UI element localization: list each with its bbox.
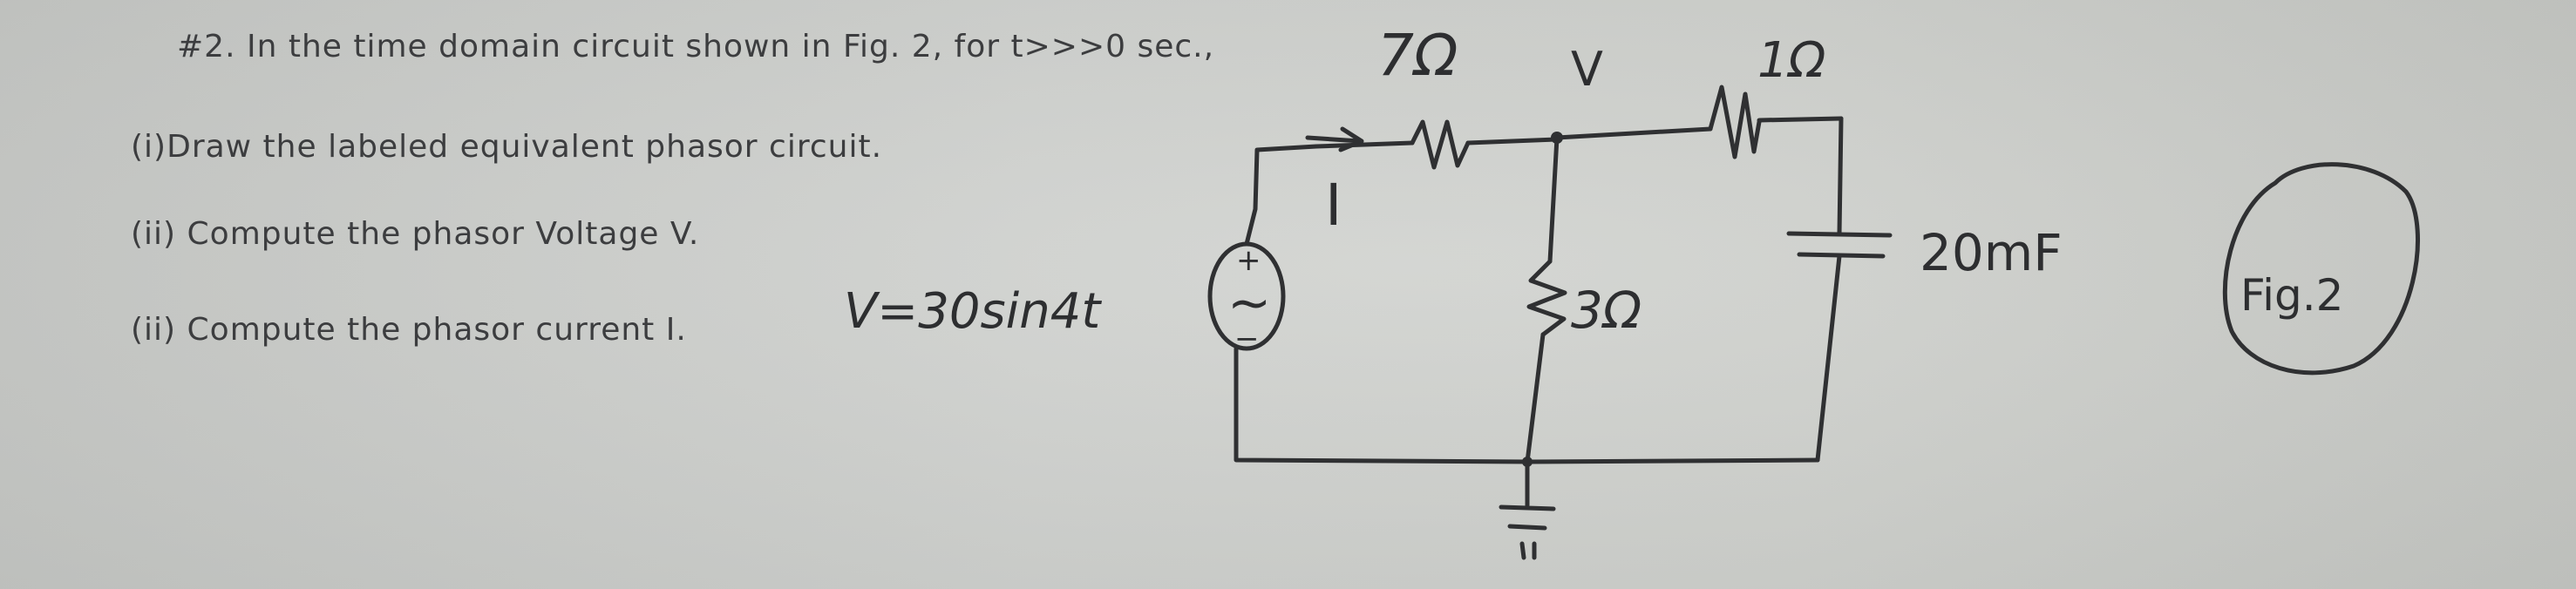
wire-shunt-lower [1525,332,1546,464]
source-plus-sign: + [1236,243,1261,278]
wire-shunt-upper [1547,135,1560,264]
capacitor-label: 20mF [1920,223,2063,282]
node-voltage-label: V [1571,42,1603,97]
resistor-1-ohm-label: 1Ω [1757,32,1826,89]
resistor-1-ohm [1708,85,1762,159]
resistor-7-ohm [1410,119,1471,170]
wire-top-middle [1465,137,1559,146]
capacitor-20mf [1786,231,1893,259]
wire-bottom [1234,346,1820,464]
problem-statement-line-1: #2. In the time domain circuit shown in … [177,29,1215,64]
current-label: I [1325,172,1342,239]
figure-label-circle [2222,162,2420,376]
wire-right-upper [1837,116,1844,236]
wire-top-left [1314,140,1415,149]
figure-label: Fig.2 [2240,270,2343,321]
source-minus-sign: − [1234,322,1260,356]
problem-statement-line-2: (i)Draw the labeled equivalent phasor ci… [131,129,883,165]
source-voltage-label: V=30sin4t [844,283,1102,340]
resistor-3-ohm [1526,259,1567,337]
wire-right-lower [1815,254,1842,463]
wire-top-right-a [1554,126,1713,140]
resistor-3-ohm-label: 3Ω [1571,281,1641,340]
source-tilde: ~ [1227,273,1271,334]
wire-top-right-b [1757,116,1844,123]
wire-left-top [1244,144,1319,247]
ground-symbol [1499,459,1556,560]
problem-statement-line-3: (ii) Compute the phasor Voltage V. [131,216,700,252]
resistor-7-ohm-label: 7Ω [1377,22,1458,89]
problem-statement-line-4: (ii) Compute the phasor current I. [131,312,687,348]
